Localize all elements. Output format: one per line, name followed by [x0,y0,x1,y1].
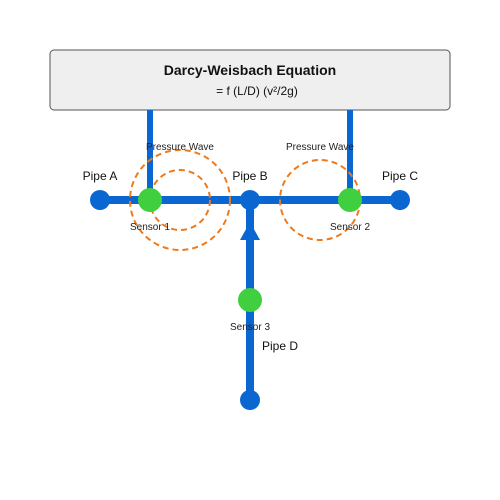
pressure-wave-label-right: Pressure Wave [286,142,354,153]
pipe-c-node[interactable] [390,190,410,210]
equation-box [49,49,451,111]
pressure-wave-outer-left [129,149,231,251]
pipe-c-label: Pipe C [382,169,418,183]
pipe-d-label: Pipe D [262,339,298,353]
pipe-a-node[interactable] [90,190,110,210]
sensor-2-label: Sensor 2 [330,222,370,233]
sensor-1-label: Sensor 1 [130,222,170,233]
equation-title: Darcy-Weisbach Equation [164,62,336,78]
flow-arrow [240,222,260,240]
sensor-2[interactable] [338,188,362,212]
sensor-3-label: Sensor 3 [230,322,270,333]
pipe-d-node[interactable] [240,390,260,410]
pipe-a-label: Pipe A [83,169,118,183]
sensor-3[interactable] [238,288,262,312]
equation-formula: = f (L/D) (v²/2g) [216,84,298,98]
pipe-b-node[interactable] [240,190,260,210]
pressure-wave-label-left: Pressure Wave [146,142,214,153]
sensor-1[interactable] [138,188,162,212]
pipe-b-label: Pipe B [232,169,267,183]
